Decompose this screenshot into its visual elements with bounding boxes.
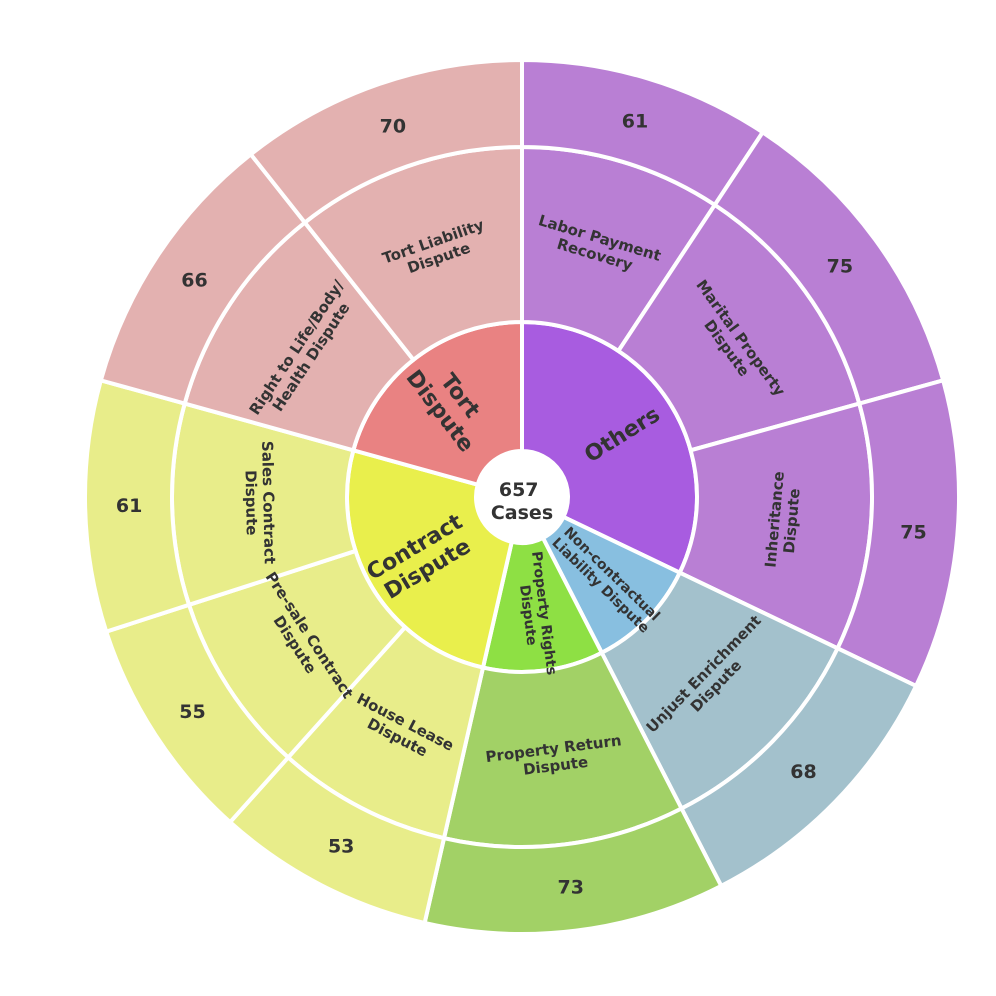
- center-total-caption: Cases: [491, 502, 553, 524]
- center-total-number: 657: [499, 479, 539, 501]
- label-value-unjust-enrichment-dispute: 68: [790, 761, 816, 783]
- label-sub-sales-contract-dispute-line: Sales Contract: [258, 441, 279, 564]
- segment-value-tort-liability-dispute: [248, 57, 524, 226]
- label-value-inheritance-dispute: 75: [900, 521, 926, 543]
- label-value-house-lease-dispute: 53: [328, 836, 354, 858]
- label-value-labor-payment-recovery-line: 61: [622, 110, 648, 132]
- label-value-marital-property-dispute-line: 75: [827, 255, 853, 277]
- label-value-marital-property-dispute: 75: [827, 255, 853, 277]
- label-sub-sales-contract-dispute-line: Dispute: [241, 470, 260, 536]
- label-value-labor-payment-recovery: 61: [622, 110, 648, 132]
- label-value-sales-contract-dispute-line: 61: [116, 495, 142, 517]
- label-value-inheritance-dispute-line: 75: [900, 521, 926, 543]
- label-value-house-lease-dispute-line: 53: [328, 836, 354, 858]
- label-group-property-rights-dispute-line: Dispute: [516, 584, 539, 646]
- label-sub-sales-contract-dispute: Sales ContractDispute: [241, 441, 279, 565]
- label-value-pre-sale-contract-dispute: 55: [179, 701, 205, 723]
- center-hole: [476, 451, 568, 543]
- label-value-sales-contract-dispute: 61: [116, 495, 142, 517]
- label-value-pre-sale-contract-dispute-line: 55: [179, 701, 205, 723]
- label-value-tort-liability-dispute-line: 70: [380, 115, 406, 137]
- center-total-label: 657 Cases: [491, 479, 553, 524]
- segments-layer: [83, 57, 961, 936]
- label-value-tort-liability-dispute: 70: [380, 115, 406, 137]
- label-value-unjust-enrichment-dispute-line: 68: [790, 761, 816, 783]
- label-value-right-to-life-body-health-dispute-line: 66: [181, 269, 207, 291]
- label-sub-inheritance-dispute-line: Dispute: [780, 488, 804, 555]
- label-value-property-return-dispute: 73: [558, 877, 584, 899]
- label-sub-property-return-dispute: Property ReturnDispute: [484, 731, 624, 783]
- label-sub-inheritance-dispute: InheritanceDispute: [761, 470, 805, 569]
- label-value-property-return-dispute-line: 73: [558, 877, 584, 899]
- label-value-right-to-life-body-health-dispute: 66: [181, 269, 207, 291]
